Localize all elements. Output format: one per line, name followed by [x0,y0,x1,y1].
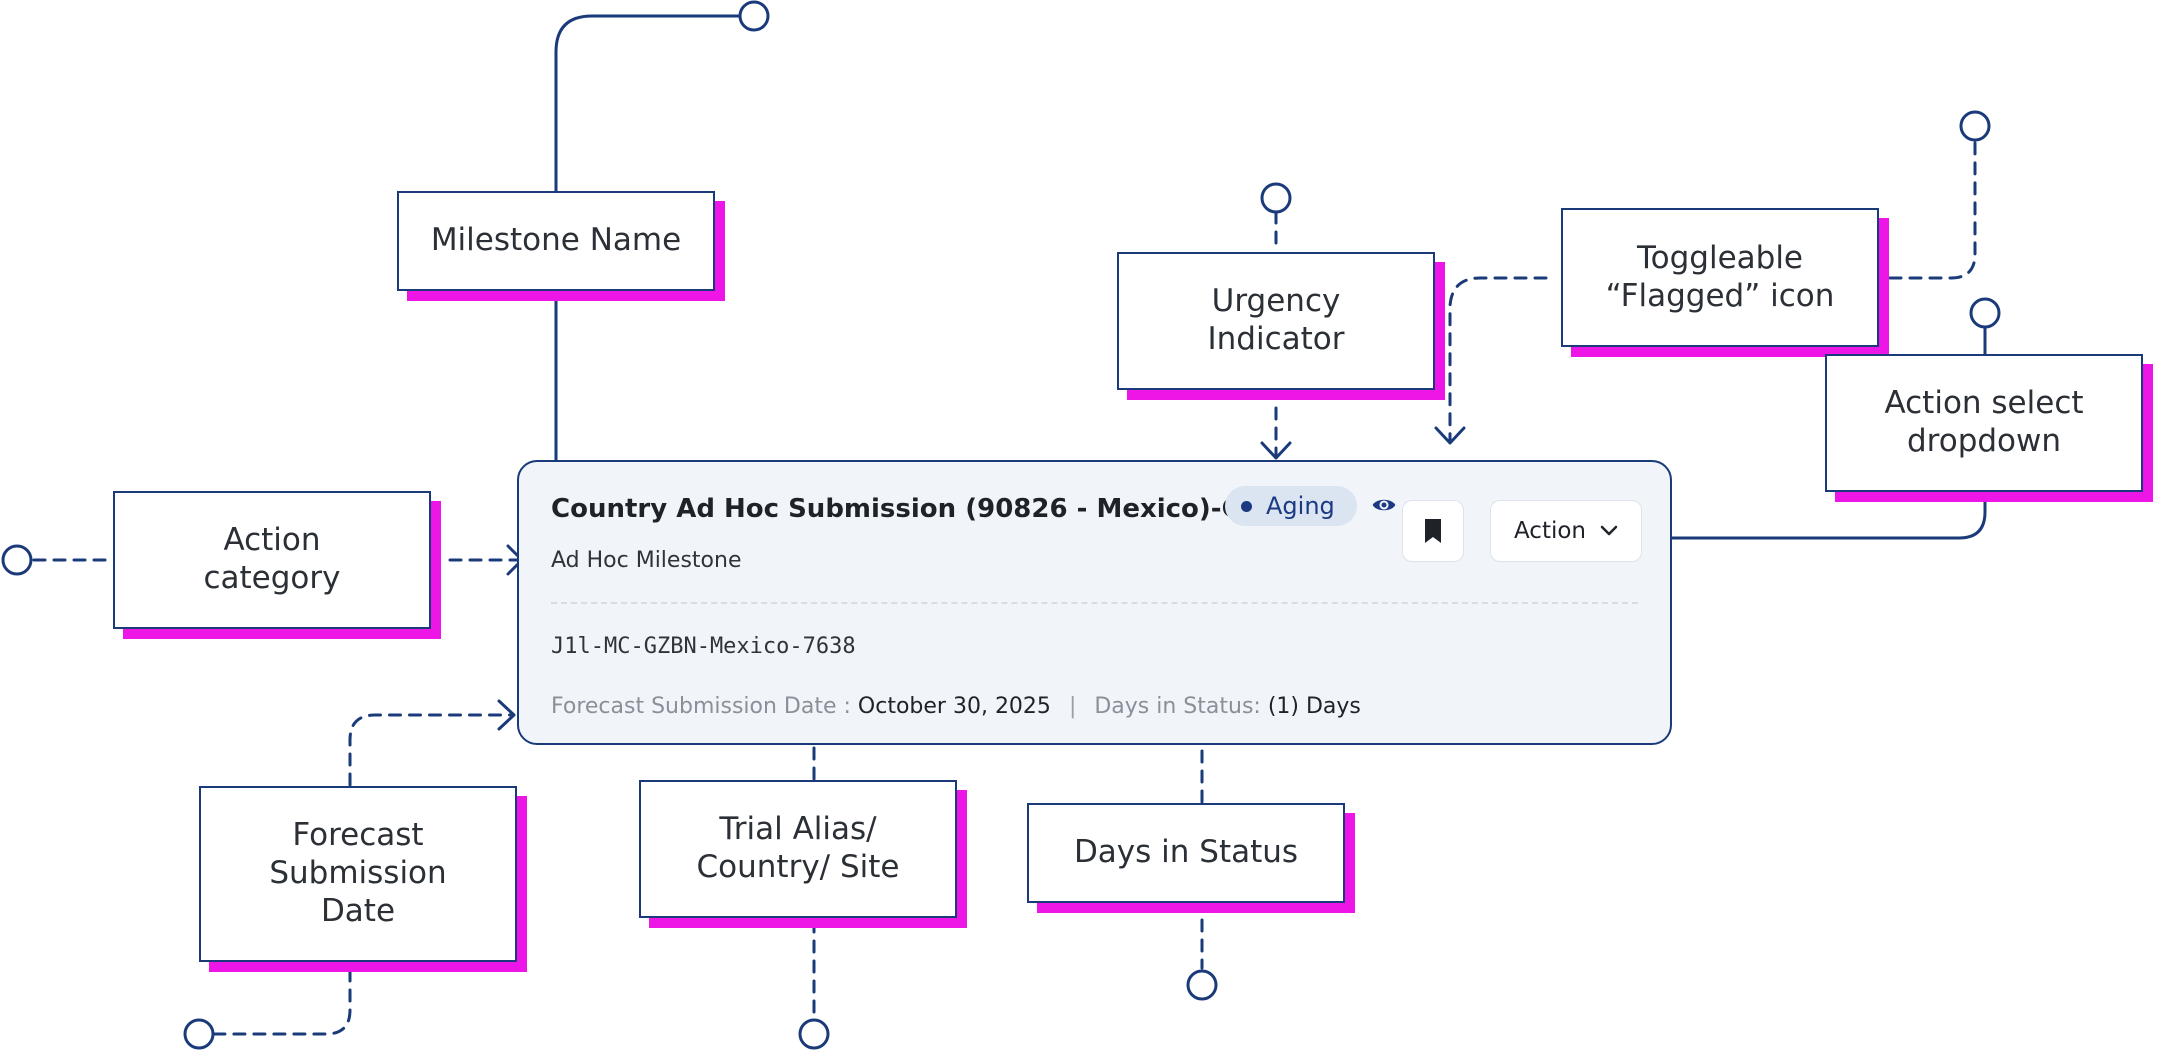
milestone-card[interactable]: Country Ad Hoc Submission (90826 - Mexic… [517,460,1672,745]
eye-icon[interactable] [1371,492,1397,518]
action-endpoint [1969,297,2001,329]
flag-connector-right [1888,136,1977,280]
callout-forecast-date: Forecast Submission Date [199,786,517,962]
action-category-label: Ad Hoc Milestone [551,548,742,573]
flag-endpoint [1959,110,1991,142]
callout-trial-alias: Trial Alias/ Country/ Site [639,780,957,918]
action-select-label: Action [1513,518,1587,544]
category-endpoint [1,544,33,576]
action-select-dropdown[interactable]: Action [1490,500,1642,562]
urgency-badge: Aging [1225,486,1357,526]
flag-arrowhead [1434,426,1466,445]
chevron-down-icon [1600,525,1618,536]
callout-flagged-icon: Toggleable “Flagged” icon [1561,208,1879,347]
urgency-endpoint [1260,182,1292,214]
days-endpoint [1186,969,1218,1001]
callout-urgency-indicator: Urgency Indicator [1117,252,1435,390]
milestone-endpoint [738,0,770,32]
callout-milestone-name: Milestone Name [397,191,715,291]
action-connector [1650,493,1987,540]
card-meta-row: Forecast Submission Date : October 30, 2… [551,694,1361,719]
card-divider [551,602,1638,604]
days-value: (1) Days [1267,694,1361,719]
flag-toggle-button[interactable] [1402,500,1464,562]
callout-days-in-status: Days in Status [1027,803,1345,903]
urgency-arrowhead [1260,441,1292,460]
forecast-arrowhead [497,699,516,731]
badge-label: Aging [1266,492,1335,520]
forecast-connector-bottom [211,968,352,1036]
trial-alias: J1l-MC-GZBN-Mexico-7638 [551,634,856,659]
callout-action-category: Action category [113,491,431,629]
forecast-label: Forecast Submission Date : [551,694,858,719]
forecast-endpoint [183,1018,215,1050]
milestone-title[interactable]: Country Ad Hoc Submission (90826 - Mexic… [551,494,1283,524]
milestone-connector [554,14,744,480]
bookmark-icon [1425,519,1441,543]
flag-connector-left [1448,276,1548,442]
alias-endpoint [798,1018,830,1050]
meta-separator: | [1068,694,1077,719]
callout-action-select: Action select dropdown [1825,354,2143,492]
forecast-connector-top [348,713,512,787]
days-label: Days in Status: [1094,694,1268,719]
forecast-value: October 30, 2025 [857,694,1051,719]
badge-dot-icon [1241,500,1252,512]
